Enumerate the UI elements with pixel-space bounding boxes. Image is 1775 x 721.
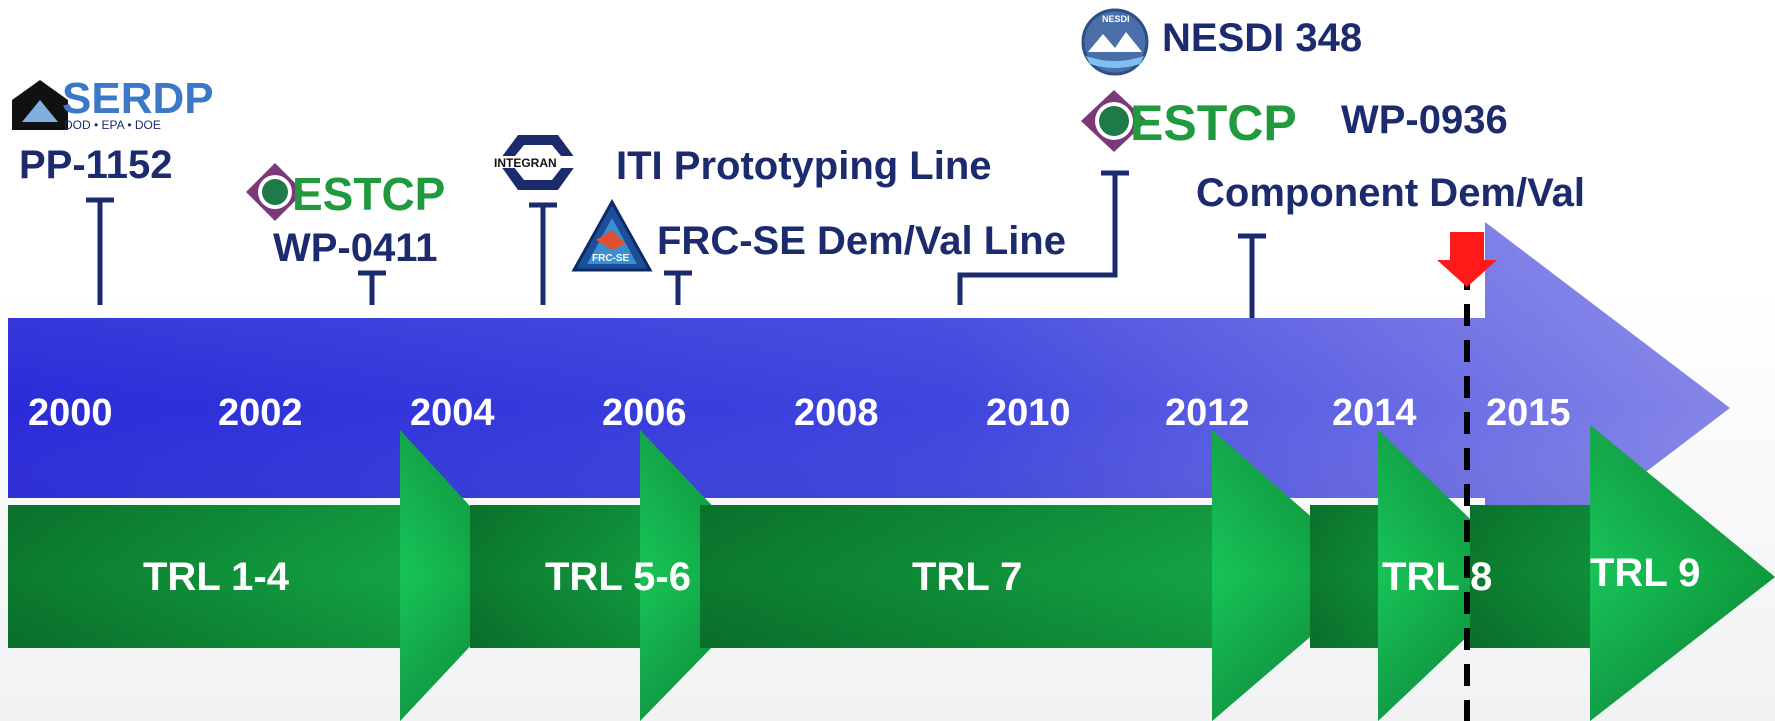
connector-wp0411 [358, 270, 386, 305]
down-arrow-marker-icon [1437, 232, 1497, 287]
nesdi-logo-text: NESDI [1102, 14, 1130, 24]
nesdi-logo: NESDI [1081, 8, 1149, 76]
trl-arrow-1-4 [8, 430, 535, 721]
year-label: 2014 [1332, 392, 1417, 434]
integran-logo-text: INTEGRAN [494, 156, 557, 170]
connector-pp1152 [86, 197, 114, 305]
milestone-label-wp0411: WP-0411 [273, 226, 438, 270]
trl-label: TRL 1-4 [143, 555, 290, 599]
year-labels: 2000 2002 2004 2006 2008 2010 2012 2014 … [28, 392, 1571, 434]
estcp-logo: ESTCP [1081, 90, 1297, 152]
year-label: 2000 [28, 392, 113, 434]
connector-wp0936 [957, 170, 1129, 305]
year-label: 2010 [986, 392, 1071, 434]
estcp-logo-text: ESTCP [292, 168, 445, 220]
year-label: 2006 [602, 392, 687, 434]
trl-arrow-7 [700, 430, 1380, 721]
frcse-logo: FRC-SE [571, 198, 653, 272]
milestone-label-frcse: FRC-SE Dem/Val Line [657, 219, 1066, 263]
trl-label: TRL 8 [1382, 555, 1492, 599]
estcp-logo-text: ESTCP [1130, 95, 1297, 151]
today-marker [1437, 232, 1497, 721]
serdp-logo: SERDP DOD • EPA • DOE [12, 74, 214, 132]
milestone-label-component: Component Dem/Val [1196, 171, 1585, 215]
year-label: 2008 [794, 392, 879, 434]
trl-arrow-9 [1470, 425, 1775, 721]
connector-frcse [664, 270, 692, 305]
trl-arrow-8 [1310, 430, 1530, 721]
trl-label: TRL 5-6 [545, 555, 691, 599]
timeline-arrow [8, 222, 1730, 594]
trl-label: TRL 9 [1590, 551, 1700, 595]
milestone-label-pp1152: PP-1152 [19, 143, 173, 187]
year-label: 2015 [1486, 392, 1571, 434]
milestone-label-integran: ITI Prototyping Line [616, 144, 992, 188]
milestone-label-nesdi: NESDI 348 [1162, 16, 1363, 60]
integran-logo: INTEGRAN [494, 135, 582, 190]
year-label: 2004 [410, 392, 495, 434]
connector-component [1238, 233, 1266, 318]
dod-seal-icon [262, 179, 288, 205]
dod-seal-icon [1099, 106, 1129, 136]
estcp-logo: ESTCP [246, 163, 445, 221]
connector-integran [529, 202, 557, 305]
milestone-label-wp0936: WP-0936 [1341, 98, 1508, 142]
year-label: 2012 [1165, 392, 1250, 434]
trl-label: TRL 7 [912, 555, 1022, 599]
milestone-connectors [86, 170, 1266, 318]
serdp-logo-text: SERDP [62, 74, 214, 123]
serdp-logo-subtext: DOD • EPA • DOE [64, 118, 161, 132]
frcse-logo-text: FRC-SE [592, 253, 630, 264]
trl-arrows: TRL 1-4 TRL 5-6 TRL 7 TRL 8 TRL 9 [8, 425, 1775, 721]
year-label: 2002 [218, 392, 303, 434]
